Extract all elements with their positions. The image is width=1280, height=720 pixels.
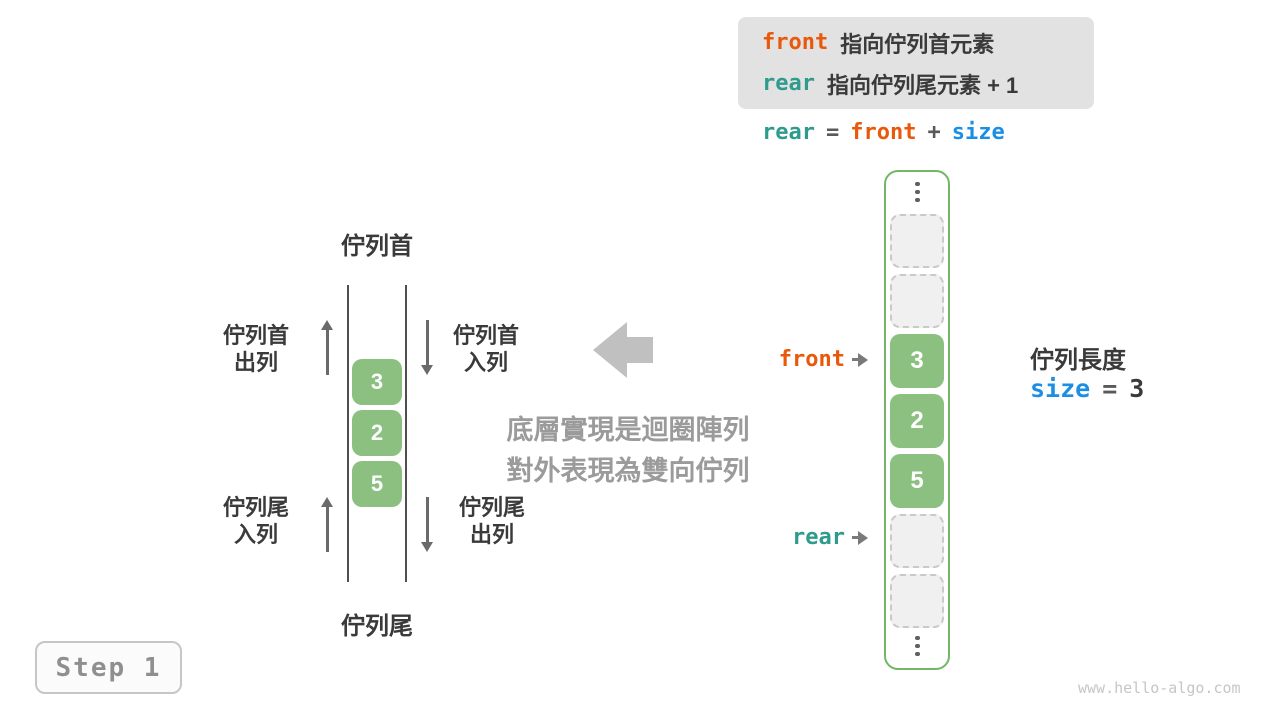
array-cell: [890, 274, 944, 328]
rear-enqueue-line1: 佇列尾: [222, 495, 289, 520]
step-badge: Step 1: [35, 641, 182, 694]
queue-length-value: size = 3: [1030, 374, 1144, 403]
array-cell: [890, 574, 944, 628]
array-cell: 5: [890, 454, 944, 508]
right-arrowhead-icon: [852, 530, 875, 545]
arrow-down-icon: [420, 497, 434, 552]
implementation-note: 底層實現是迴圈陣列 對外表現為雙向佇列: [495, 410, 761, 492]
note-line1: 底層實現是迴圈陣列: [506, 415, 750, 445]
rear-formula: rear = front + size: [762, 120, 1005, 145]
rear-dequeue-line2: 出列: [469, 522, 514, 547]
array-cell: 3: [890, 334, 944, 388]
arrow-up-icon: [320, 320, 334, 375]
vertical-ellipsis-icon: [914, 636, 920, 656]
array-cell: [890, 214, 944, 268]
left-block-arrow-icon: [593, 322, 653, 378]
rear-description: 指向佇列尾元素 + 1: [826, 72, 1019, 98]
size-equals: =: [1102, 374, 1118, 403]
right-arrowhead-icon: [852, 352, 875, 367]
front-variable: front: [762, 30, 829, 55]
rear-dequeue-line1: 佇列尾: [458, 495, 525, 520]
pointer-legend-box: front 指向佇列首元素 rear 指向佇列尾元素 + 1: [738, 17, 1094, 109]
front-dequeue-line2: 出列: [233, 350, 278, 375]
legend-line-rear: rear 指向佇列尾元素 + 1: [762, 68, 1094, 100]
formula-plus: +: [927, 120, 941, 145]
queue-cell: 5: [352, 461, 402, 507]
formula-rear: rear: [762, 120, 815, 145]
rear-enqueue-label: 佇列尾 入列: [208, 494, 304, 548]
front-enqueue-label: 佇列首 入列: [444, 322, 528, 376]
arrow-up-icon: [320, 497, 334, 552]
arrow-down-icon: [420, 320, 434, 375]
queue-front-label: 佇列首: [341, 233, 413, 260]
queue-length-title: 佇列長度: [1030, 347, 1126, 374]
rear-variable: rear: [762, 71, 815, 96]
formula-equals: =: [825, 120, 840, 145]
rear-enqueue-line2: 入列: [233, 522, 278, 547]
queue-cell: 2: [352, 410, 402, 456]
size-variable: size: [1030, 374, 1091, 403]
rear-pointer-label: rear: [792, 525, 845, 550]
array-cell: 2: [890, 394, 944, 448]
size-value: 3: [1129, 374, 1145, 403]
front-pointer: front: [760, 346, 875, 373]
front-dequeue-label: 佇列首 出列: [208, 322, 304, 376]
watermark: www.hello-algo.com: [1078, 679, 1241, 697]
front-enqueue-line1: 佇列首: [452, 323, 519, 348]
front-description: 指向佇列首元素: [840, 31, 995, 57]
rear-dequeue-label: 佇列尾 出列: [444, 494, 540, 548]
circular-array: 3 2 5: [884, 170, 950, 670]
front-dequeue-line1: 佇列首: [222, 323, 289, 348]
note-line2: 對外表現為雙向佇列: [506, 456, 750, 486]
front-pointer-label: front: [778, 347, 845, 372]
rear-pointer: rear: [760, 524, 875, 551]
vertical-ellipsis-icon: [914, 182, 920, 202]
queue-wall-left: [347, 285, 349, 582]
formula-size: size: [951, 120, 1005, 145]
queue-wall-right: [405, 285, 407, 582]
array-cell: [890, 514, 944, 568]
front-enqueue-line2: 入列: [463, 350, 508, 375]
legend-line-front: front 指向佇列首元素: [762, 27, 1094, 59]
queue-cell: 3: [352, 359, 402, 405]
queue-rear-label: 佇列尾: [341, 613, 413, 640]
formula-front: front: [850, 120, 917, 145]
